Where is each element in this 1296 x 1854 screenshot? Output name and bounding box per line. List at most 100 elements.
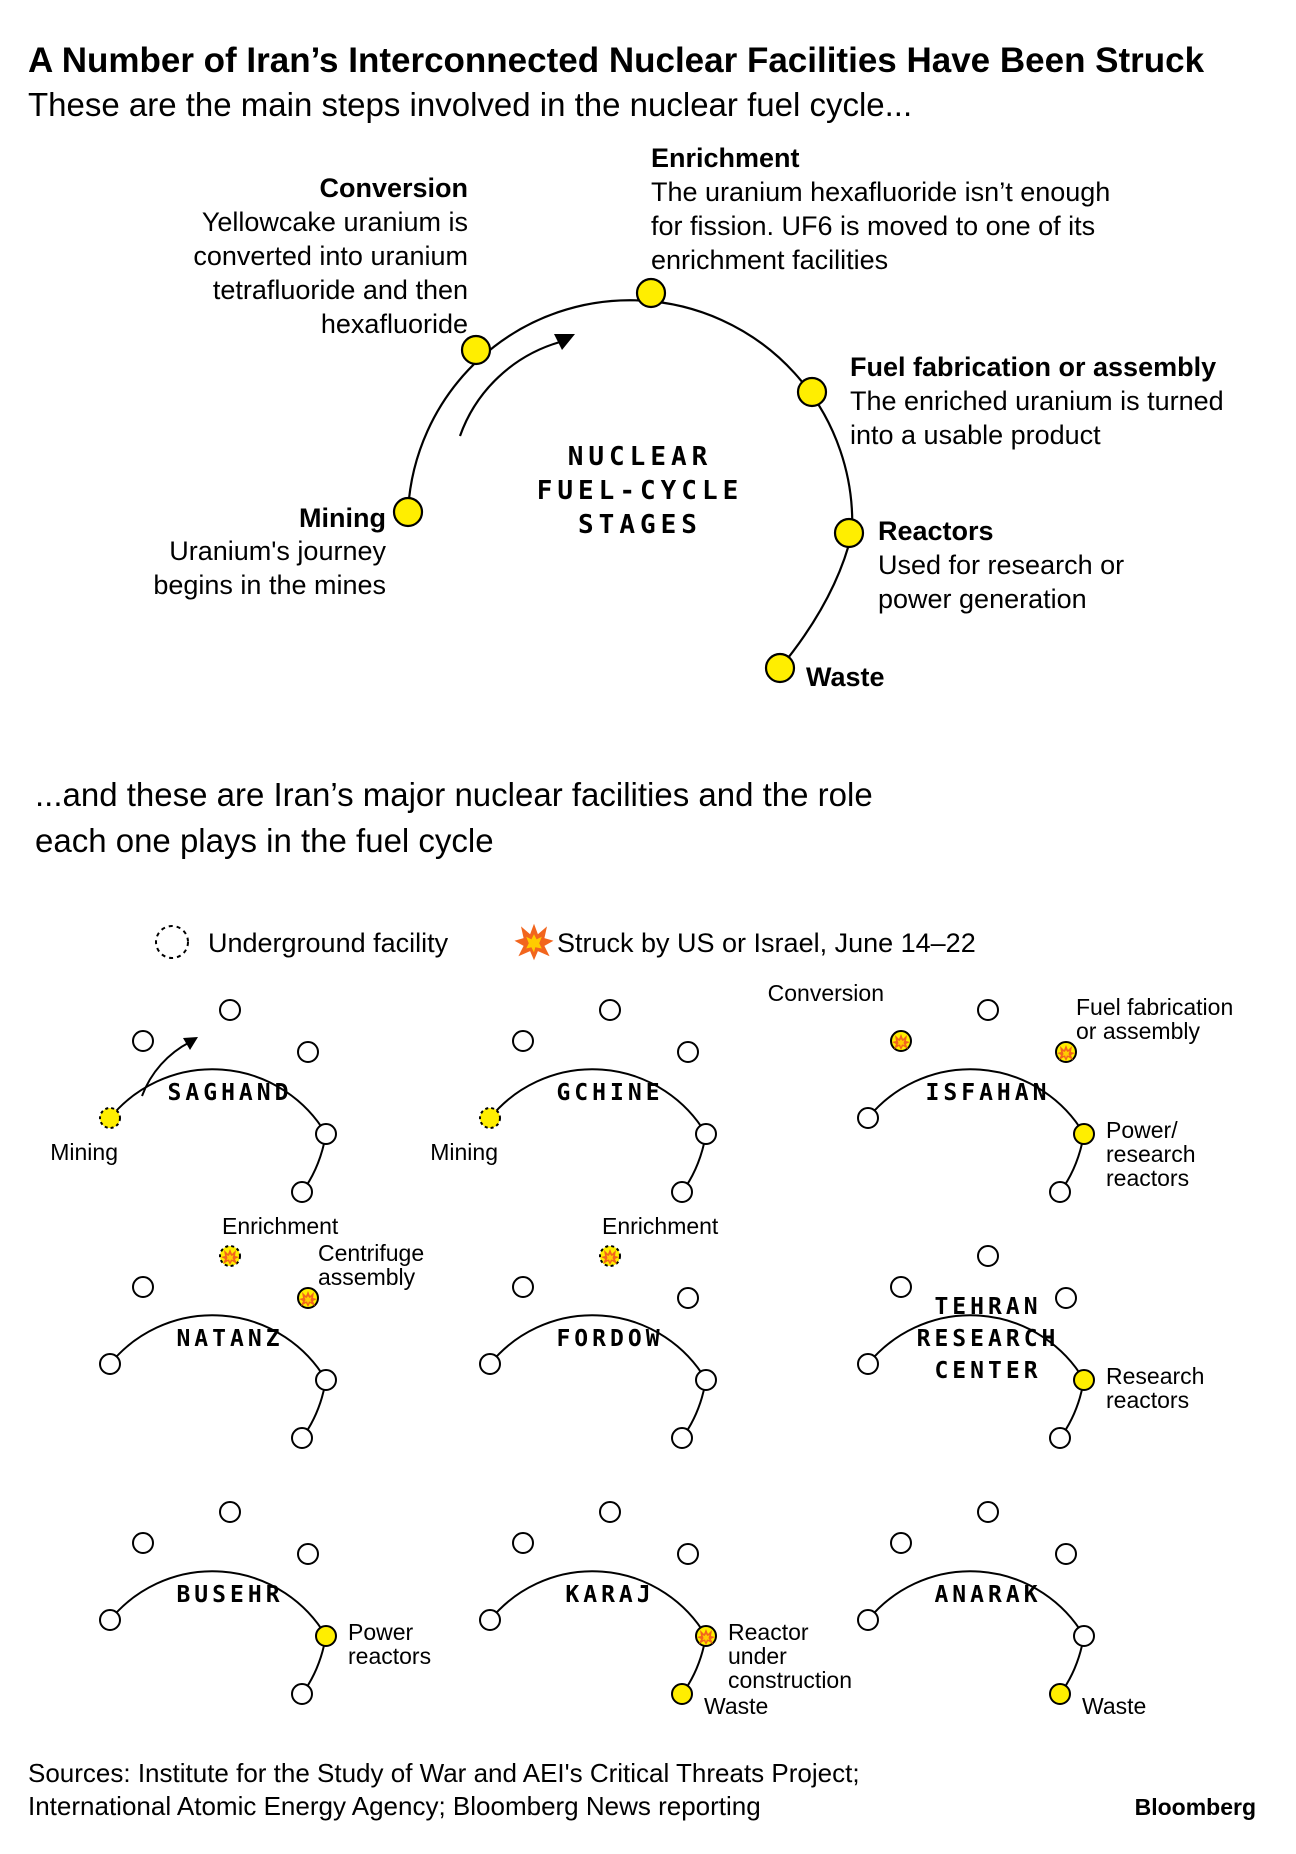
facility-name: CENTER xyxy=(934,1358,1041,1384)
arrow-head xyxy=(554,334,575,350)
stage-node xyxy=(695,1123,717,1145)
stage-name-fabrication: Fuel fabrication or assembly xyxy=(850,352,1216,382)
center-label-line-2: FUEL-CYCLE xyxy=(537,476,744,506)
facility-anarak: ANARAK Waste xyxy=(857,1501,1146,1719)
stage-label: Mining xyxy=(50,1139,118,1165)
stage-desc-enrichment-3: enrichment facilities xyxy=(651,245,888,275)
facility-name: ISFAHAN xyxy=(926,1080,1051,1106)
stage-node xyxy=(1073,1123,1095,1145)
legend-struck-label: Struck by US or Israel, June 14–22 xyxy=(557,928,976,958)
stage-node xyxy=(99,1107,121,1129)
explosion-icon xyxy=(299,1291,317,1307)
stage-node xyxy=(315,1369,337,1391)
stage-node xyxy=(677,1041,699,1063)
stage-label: Conversion xyxy=(768,980,884,1006)
stage-node-mining xyxy=(392,496,424,528)
stage-node xyxy=(512,1030,534,1052)
arrow-head xyxy=(183,1037,198,1050)
stage-name-waste: Waste xyxy=(806,662,885,692)
stage-node xyxy=(219,1501,241,1523)
stage-node xyxy=(512,1532,534,1554)
facility-arc xyxy=(867,1314,1086,1439)
stage-node xyxy=(1049,1683,1071,1705)
legend-underground-icon xyxy=(155,925,189,959)
stage-label: Reactor xyxy=(728,1619,809,1645)
stage-node-conversion xyxy=(460,334,492,366)
stage-node xyxy=(671,1683,693,1705)
facility-arc xyxy=(867,1570,1086,1695)
facility-name: GCHINE xyxy=(556,1080,663,1106)
sources-line-1: Sources: Institute for the Study of War … xyxy=(28,1758,860,1788)
stage-label: under xyxy=(728,1643,787,1669)
facilities-intro-line-1: ...and these are Iran’s major nuclear fa… xyxy=(35,776,873,813)
stage-desc-mining-2: begins in the mines xyxy=(153,570,386,600)
facility-name: KARAJ xyxy=(565,1582,654,1608)
stage-name-reactors: Reactors xyxy=(878,516,994,546)
stage-label: assembly xyxy=(318,1264,416,1290)
stage-node xyxy=(977,1245,999,1267)
stage-node xyxy=(1055,1287,1077,1309)
facilities-intro-line-2: each one plays in the fuel cycle xyxy=(35,822,494,859)
stage-desc-fabrication-2: into a usable product xyxy=(850,420,1101,450)
stage-label: Waste xyxy=(704,1693,768,1719)
stage-node-fabrication xyxy=(796,376,828,408)
stage-label: Waste xyxy=(1082,1693,1146,1719)
stage-label: or assembly xyxy=(1076,1018,1200,1044)
stage-node xyxy=(671,1427,693,1449)
stage-label: construction xyxy=(728,1667,852,1693)
stage-node xyxy=(291,1427,313,1449)
stage-label: Research xyxy=(1106,1363,1204,1389)
stage-node xyxy=(677,1543,699,1565)
stage-node xyxy=(315,1625,337,1647)
facility-name: SAGHAND xyxy=(168,1080,293,1106)
stage-node xyxy=(1073,1625,1095,1647)
stage-name-conversion: Conversion xyxy=(319,173,468,203)
stage-desc-conversion-4: hexafluoride xyxy=(321,309,468,339)
stage-node xyxy=(671,1181,693,1203)
stage-node xyxy=(479,1609,501,1631)
facility-arc xyxy=(109,1314,328,1439)
stage-node xyxy=(132,1276,154,1298)
explosion-icon xyxy=(892,1034,910,1050)
stage-label: Power xyxy=(348,1619,414,1645)
stage-label: Mining xyxy=(430,1139,498,1165)
stage-node xyxy=(1073,1369,1095,1391)
stage-desc-enrichment-1: The uranium hexafluoride isn’t enough xyxy=(651,177,1110,207)
stage-label: research xyxy=(1106,1141,1195,1167)
stage-node xyxy=(512,1276,534,1298)
stage-node xyxy=(479,1107,501,1129)
sources-line-2: International Atomic Energy Agency; Bloo… xyxy=(28,1791,761,1821)
legend-explosion-icon xyxy=(514,923,554,961)
stage-desc-reactors-1: Used for research or xyxy=(878,550,1124,580)
facility-name: FORDOW xyxy=(556,1326,663,1352)
facility-arc xyxy=(867,1068,1086,1193)
stage-desc-mining-1: Uranium's journey xyxy=(169,536,386,566)
facility-arc xyxy=(489,1068,708,1193)
explosion-icon xyxy=(221,1249,239,1265)
facility-name: ANARAK xyxy=(934,1582,1041,1608)
stage-name-mining: Mining xyxy=(299,503,386,533)
facility-arc xyxy=(109,1068,328,1193)
stage-node xyxy=(599,1501,621,1523)
stage-node xyxy=(1049,1427,1071,1449)
stage-node-reactors xyxy=(833,517,865,549)
stage-label: Fuel fabrication xyxy=(1076,994,1233,1020)
facility-arc xyxy=(489,1314,708,1439)
stage-label: reactors xyxy=(1106,1165,1189,1191)
stage-label: Power/ xyxy=(1106,1117,1178,1143)
facility-saghand: SAGHAND Mining xyxy=(50,999,337,1203)
page-title: A Number of Iran’s Interconnected Nuclea… xyxy=(28,41,1205,80)
facility-name: BUSEHR xyxy=(176,1582,283,1608)
direction-arrow xyxy=(458,340,561,437)
stage-desc-fabrication-1: The enriched uranium is turned xyxy=(850,386,1224,416)
stage-node xyxy=(132,1532,154,1554)
facility-name: NATANZ xyxy=(176,1326,283,1352)
stage-node-enrichment xyxy=(635,277,667,309)
stage-label: Enrichment xyxy=(602,1213,719,1239)
stage-label: Centrifuge xyxy=(318,1240,424,1266)
explosion-icon xyxy=(601,1249,619,1265)
